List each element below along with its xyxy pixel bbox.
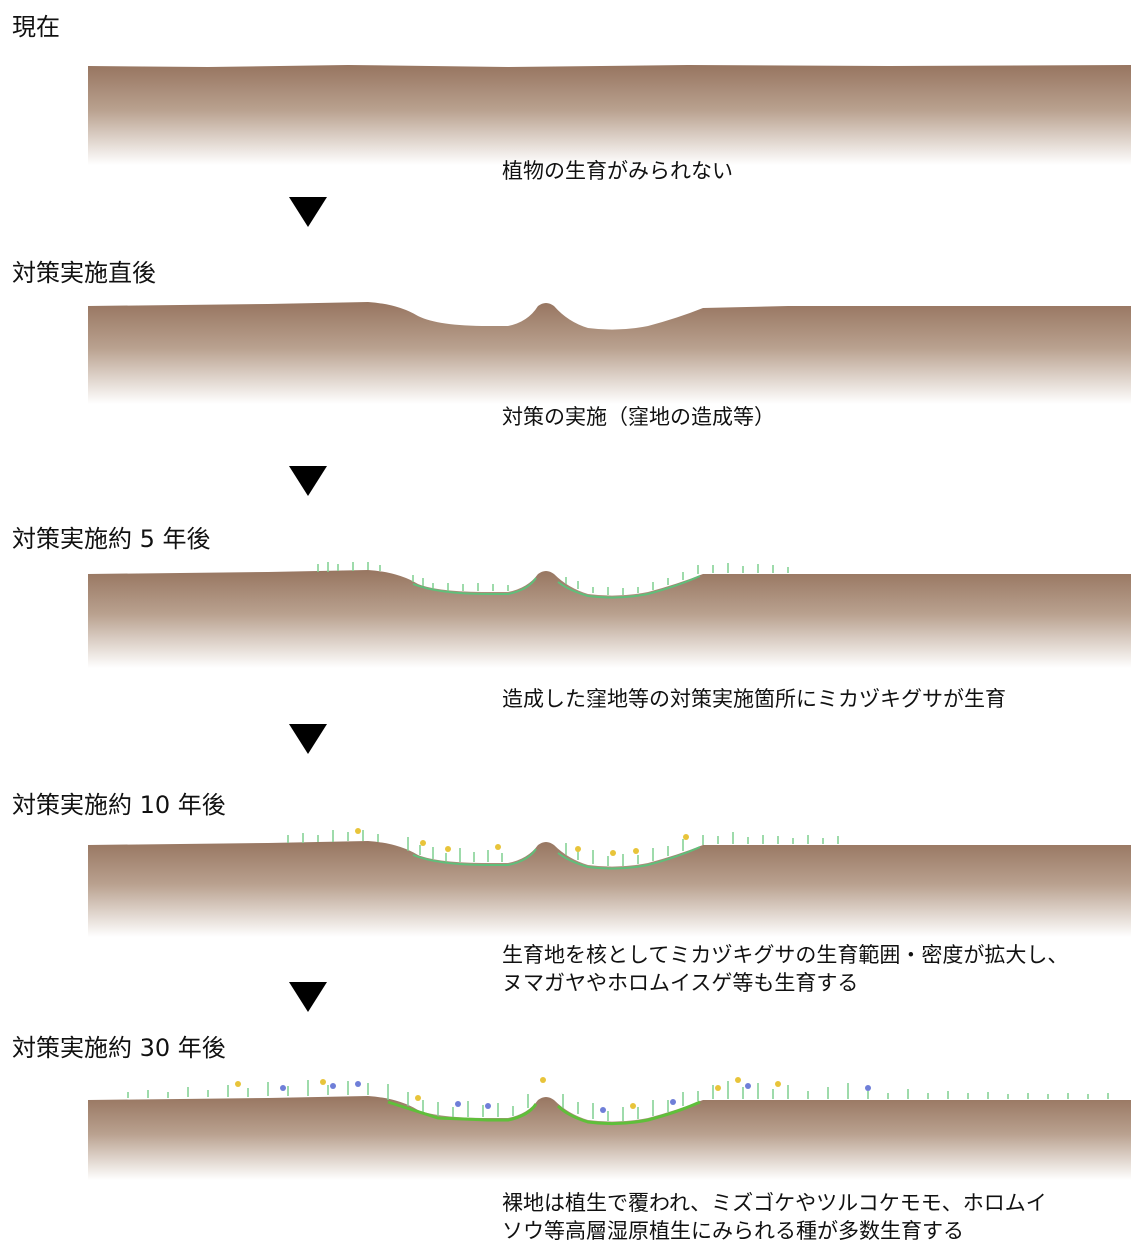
sedge-growth [317,562,789,595]
ground-surface-depression [88,1096,1131,1180]
stage-caption-30-years-line-1: 裸地は植生で覆われ、ミズゴケやツルコケモモ、ホロムイ [502,1191,1047,1215]
flower-marks-blue [280,1081,871,1113]
soil-profile-present [88,65,1131,165]
stage-caption-5-years: 造成した窪地等の対策実施箇所にミカヅキグサが生育 [502,687,1006,711]
stage-caption-immediately-after: 対策の実施（窪地の造成等） [502,405,775,429]
down-triangle-icon [289,466,327,496]
stage-title-10-years: 対策実施約 10 年後 [12,791,226,819]
stage-title-5-years: 対策実施約 5 年後 [12,525,211,553]
stage-caption-30-years-line-2: ソウ等高層湿原植生にみられる種が多数生育する [502,1219,964,1243]
stage-title-30-years: 対策実施約 30 年後 [12,1034,226,1062]
down-triangle-icon [289,197,327,227]
stage-caption-10-years-line-1: 生育地を核としてミカヅキグサの生育範囲・密度が拡大し、 [502,943,1069,967]
sedge-growth [287,830,839,866]
stage-caption-present: 植物の生育がみられない [502,159,733,183]
ground-surface-depression [88,302,1131,404]
soil-profile-immediately-after [88,302,1131,404]
stage-title-immediately-after: 対策実施直後 [12,259,156,287]
ground-surface-depression [88,841,1131,937]
soil-profile-5-years [88,562,1131,668]
vegetation-cover [127,1080,1109,1121]
stage-caption-10-years-line-2: ヌマガヤやホロムイスゲ等も生育する [502,971,859,995]
down-triangle-icon [289,982,327,1012]
flower-marks [355,828,689,856]
soil-profile-10-years [88,828,1131,937]
flower-marks-yellow [235,1077,781,1109]
ground-surface [88,65,1131,165]
down-triangle-icon [289,724,327,754]
soil-profile-30-years [88,1077,1131,1180]
stage-title-present: 現在 [12,13,60,41]
ground-surface-depression [88,570,1131,668]
